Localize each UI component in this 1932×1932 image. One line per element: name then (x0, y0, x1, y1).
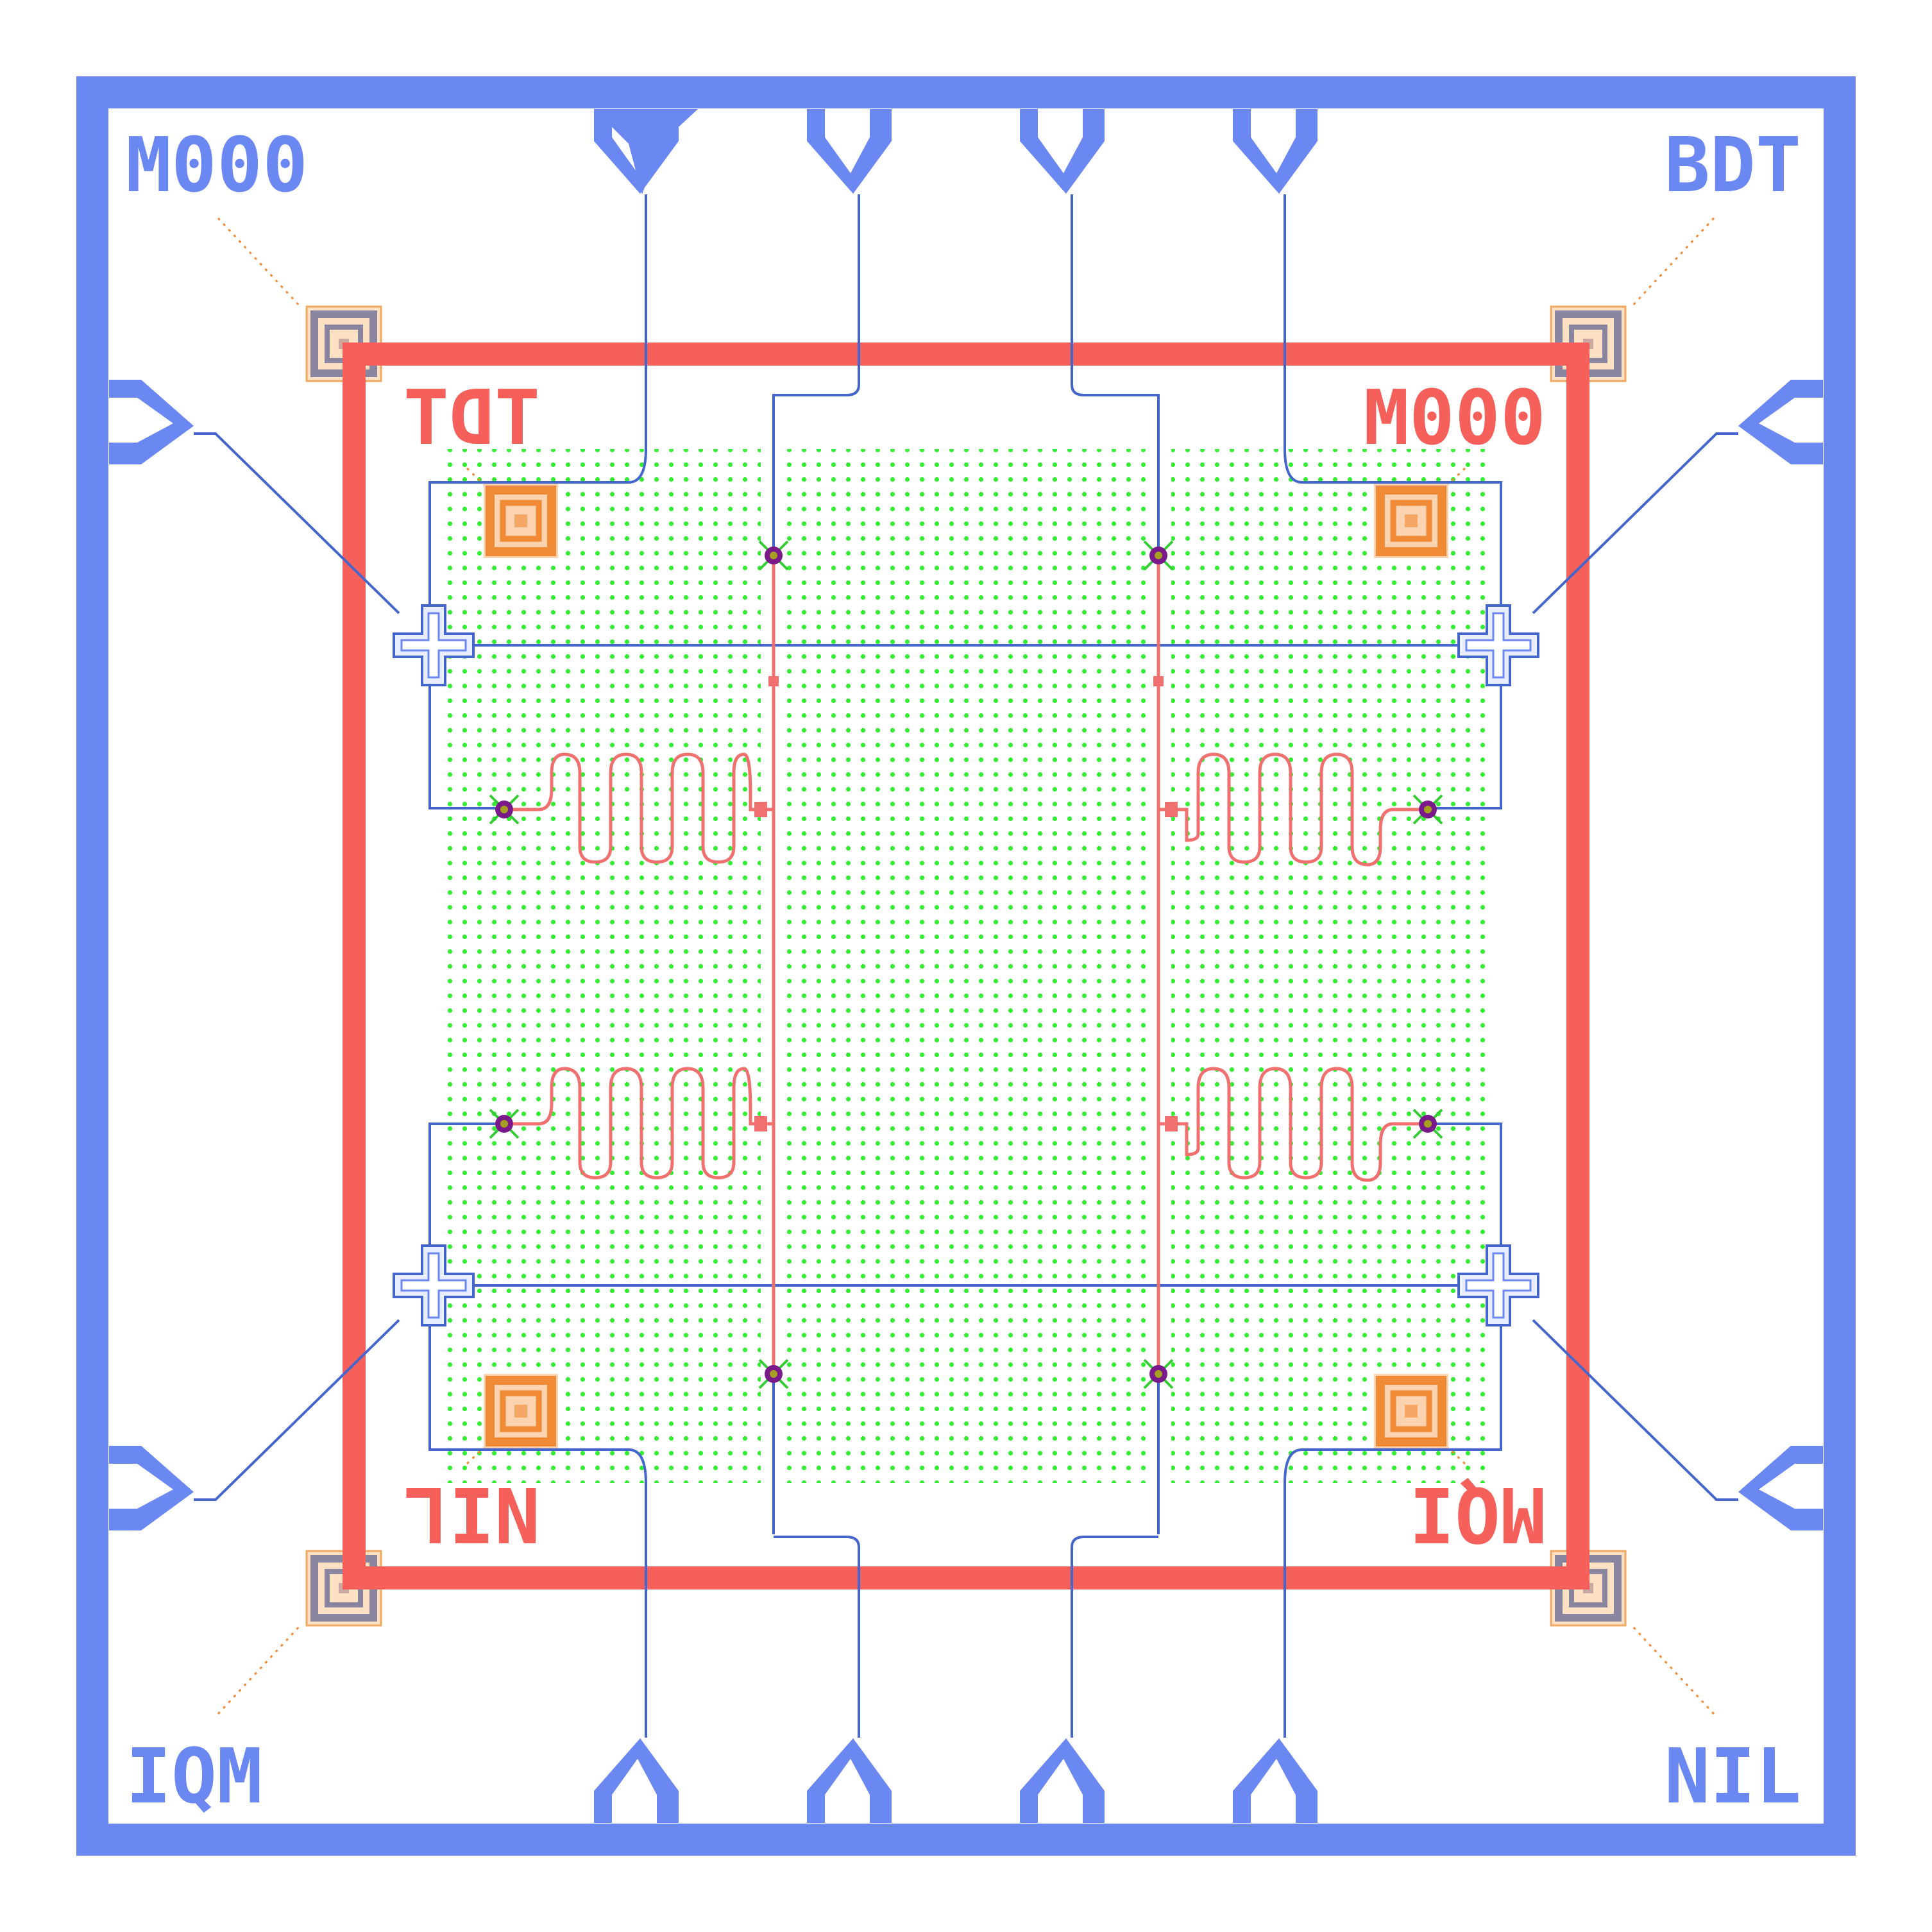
resonators (513, 555, 1419, 1374)
ground-grid (443, 449, 1489, 1483)
label-outer-bottom-right: NIL (1665, 1732, 1801, 1820)
alignment-marker-icon (484, 484, 558, 558)
label-inner-bottom-right: MQI (1409, 1470, 1546, 1559)
alignment-marker-icon (484, 1374, 558, 1448)
left-launch-pads (109, 380, 194, 1530)
resonator-couplers (754, 676, 1178, 1131)
label-inner-top-left: TDT (403, 373, 540, 462)
label-outer-top-left: M000 (126, 121, 308, 209)
alignment-marker-icon (1374, 484, 1448, 558)
feedlines (194, 194, 1738, 1738)
outer-frame (76, 76, 1856, 1856)
label-outer-top-right: BDT (1665, 121, 1801, 209)
corner-markers (217, 217, 1715, 1715)
inner-markers (466, 467, 1466, 1465)
label-inner-bottom-left: NIL (403, 1470, 540, 1559)
top-launch-pads (594, 109, 1318, 194)
alignment-marker-icon (1374, 1374, 1448, 1448)
right-launch-pads (1738, 380, 1823, 1530)
inner-frame (343, 343, 1589, 1589)
label-inner-top-right: 000M (1364, 373, 1546, 462)
bottom-launch-pads (594, 1738, 1318, 1823)
label-outer-bottom-left: IQM (126, 1732, 262, 1820)
